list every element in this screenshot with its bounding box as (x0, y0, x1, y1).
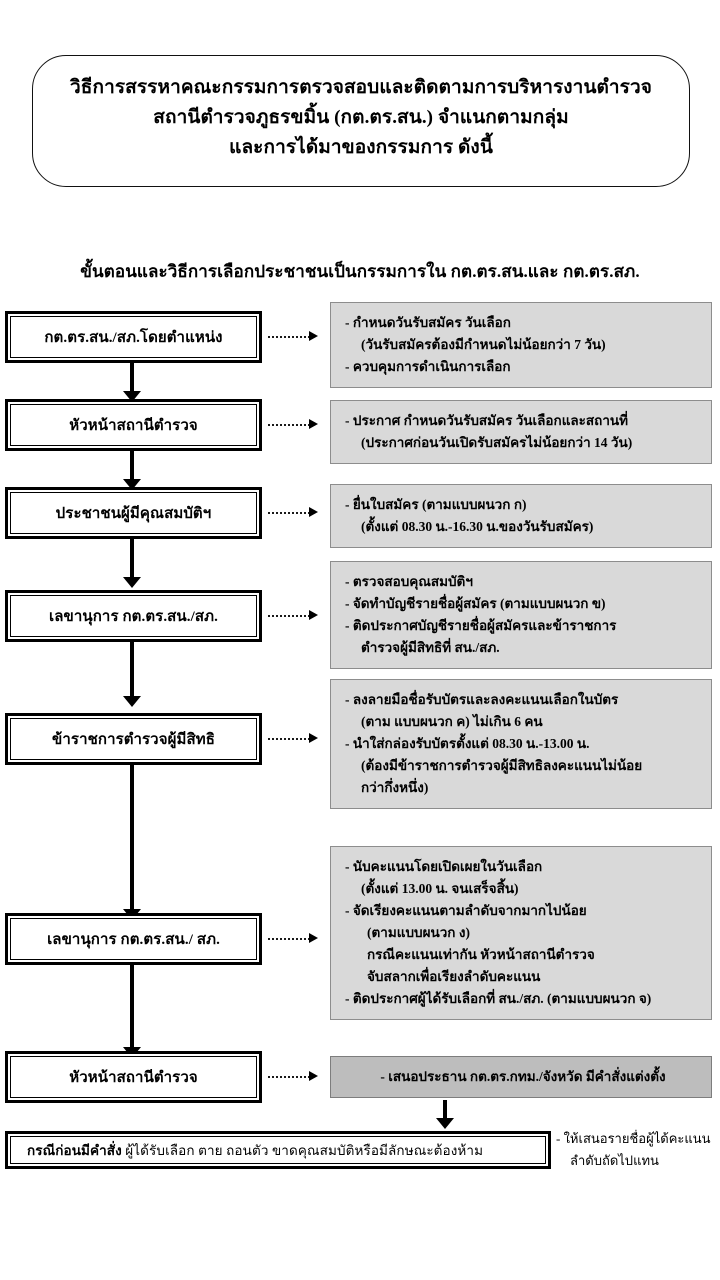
panel-3-line-2: (ตั้งแต่ 08.30 น.-16.30 น.ของวันรับสมัคร… (361, 519, 594, 534)
flow-step-label-3: ประชาชนผู้มีคุณสมบัติฯ (55, 506, 212, 522)
panel-6-line-2: (ตั้งแต่ 13.00 น. จนเสร็จสิ้น) (361, 881, 519, 896)
detail-panel-2: - ประกาศ กำหนดวันรับสมัคร วันเลือกและสถา… (330, 400, 712, 464)
panel-6-line-7: - ติดประกาศผู้ได้รับเลือกที่ สน./สภ. (ตา… (345, 991, 652, 1006)
detail-panel-5: - ลงลายมือชื่อรับบัตรและลงคะแนนเลือกในบั… (330, 679, 712, 809)
dotted-arrow-7 (309, 1071, 318, 1081)
flow-step-inner-2: หัวหน้าสถานีตำรวจ (10, 404, 257, 446)
subtitle: ขั้นตอนและวิธีการเลือกประชาชนเป็นกรรมการ… (80, 262, 640, 281)
flow-step-inner-3: ประชาชนผู้มีคุณสมบัติฯ (10, 492, 257, 534)
panel-5-line-2: (ตาม แบบผนวก ค) ไม่เกิน 6 คน (361, 714, 543, 729)
dotted-connector-4 (268, 615, 310, 617)
panel-4-line-3: - ติดประกาศบัญชีรายชื่อผู้สมัครและข้าราช… (345, 618, 617, 633)
panel-6-line-6: จับสลากเพื่อเรียงลำดับคะแนน (367, 969, 541, 984)
detail-panel-7: - เสนอประธาน กต.ตร.กทม./จังหวัด มีคำสั่ง… (330, 1056, 712, 1098)
final-condition-prefix: กรณีก่อนมีคำสั่ง (27, 1143, 122, 1158)
dotted-connector-6 (268, 938, 310, 940)
flow-step-box-4[interactable]: เลขานุการ กต.ตร.สน./สภ. (5, 590, 262, 642)
panel-1-line-3: - ควบคุมการดำเนินการเลือก (345, 359, 511, 374)
side-note-line-1: - ให้เสนอรายชื่อผู้ได้คะแนน (556, 1131, 711, 1146)
dotted-arrow-2 (309, 419, 318, 429)
connector-line-5 (130, 765, 134, 913)
detail-panel-4: - ตรวจสอบคุณสมบัติฯ - จัดทำบัญชีรายชื่อผ… (330, 561, 712, 669)
title-line-2: สถานีตำรวจภูธรขมิ้น (กต.ตร.สน.) จำแนกตาม… (153, 106, 569, 128)
flow-step-label-7: หัวหน้าสถานีตำรวจ (69, 1070, 198, 1086)
final-condition-inner: กรณีก่อนมีคำสั่ง ผู้ได้รับเลือก ตาย ถอนต… (10, 1136, 546, 1164)
flow-step-box-1[interactable]: กต.ตร.สน./สภ.โดยตำแหน่ง (5, 311, 262, 363)
final-condition-text: กรณีก่อนมีคำสั่ง ผู้ได้รับเลือก ตาย ถอนต… (27, 1139, 483, 1161)
connector-arrow-2 (123, 479, 141, 490)
panel-4-line-1: - ตรวจสอบคุณสมบัติฯ (345, 574, 473, 589)
panel-5-line-3: - นำใส่กล่องรับบัตรตั้งแต่ 08.30 น.-13.0… (345, 736, 590, 751)
flow-step-box-6[interactable]: เลขานุการ กต.ตร.สน./ สภ. (5, 913, 262, 965)
panel-5-line-5: กว่ากึ่งหนึ่ง) (361, 780, 429, 795)
panel-4-line-4: ตำรวจผู้มีสิทธิที่ สน./สภ. (361, 640, 500, 655)
title-line-3: และการได้มาของกรรมการ ดังนี้ (229, 137, 493, 158)
panel-5-line-4: (ต้องมีข้าราชการตำรวจผู้มีสิทธิลงคะแนนไม… (361, 758, 643, 773)
flow-step-box-7[interactable]: หัวหน้าสถานีตำรวจ (5, 1051, 262, 1103)
flow-step-label-5: ข้าราชการตำรวจผู้มีสิทธิ (52, 732, 215, 748)
flow-step-box-2[interactable]: หัวหน้าสถานีตำรวจ (5, 399, 262, 451)
flow-step-inner-1: กต.ตร.สน./สภ.โดยตำแหน่ง (10, 316, 257, 358)
panel-6-line-3: - จัดเรียงคะแนนตามลำดับจากมากไปน้อย (345, 903, 587, 918)
title-line-1: วิธีการสรรหาคณะกรรมการตรวจสอบและติดตามกา… (70, 76, 652, 98)
panel-1-line-1: - กำหนดวันรับสมัคร วันเลือก (345, 315, 511, 330)
connector-arrow-4 (123, 696, 141, 707)
connector-arrow-1 (123, 391, 141, 402)
title-box: วิธีการสรรหาคณะกรรมการตรวจสอบและติดตามกา… (32, 55, 690, 187)
dotted-arrow-5 (309, 733, 318, 743)
connector-line-1 (130, 363, 134, 395)
detail-panel-3: - ยื่นใบสมัคร (ตามแบบผนวก ก) (ตั้งแต่ 08… (330, 484, 712, 548)
connector-line-6 (130, 965, 134, 1051)
connector-arrow-3 (123, 577, 141, 588)
dotted-arrow-4 (309, 610, 318, 620)
final-condition-body: ผู้ได้รับเลือก ตาย ถอนตัว ขาดคุณสมบัติหร… (121, 1143, 484, 1158)
connector-line-4 (130, 642, 134, 700)
dotted-arrow-6 (309, 933, 318, 943)
panel-6-line-5: กรณีคะแนนเท่ากัน หัวหน้าสถานีตำรวจ (367, 947, 595, 962)
dotted-connector-5 (268, 738, 310, 740)
connector-line-2 (130, 451, 134, 483)
side-note: - ให้เสนอรายชื่อผู้ได้คะแนน ลำดับถัดไปแท… (556, 1128, 720, 1172)
flow-step-inner-7: หัวหน้าสถานีตำรวจ (10, 1056, 257, 1098)
final-connector-arrow (436, 1118, 454, 1129)
flow-step-inner-4: เลขานุการ กต.ตร.สน./สภ. (10, 595, 257, 637)
final-condition-box[interactable]: กรณีก่อนมีคำสั่ง ผู้ได้รับเลือก ตาย ถอนต… (5, 1131, 551, 1169)
dotted-arrow-1 (309, 331, 318, 341)
panel-7-line-1: - เสนอประธาน กต.ตร.กทม./จังหวัด มีคำสั่ง… (380, 1069, 666, 1084)
panel-6-line-4: (ตามแบบผนวก ง) (367, 925, 470, 940)
panel-2-line-2: (ประกาศก่อนวันเปิดรับสมัครไม่น้อยกว่า 14… (361, 435, 633, 450)
flow-step-inner-6: เลขานุการ กต.ตร.สน./ สภ. (10, 918, 257, 960)
flow-step-label-2: หัวหน้าสถานีตำรวจ (69, 418, 198, 434)
panel-6-line-1: - นับคะแนนโดยเปิดเผยในวันเลือก (345, 859, 543, 874)
dotted-connector-1 (268, 336, 310, 338)
panel-3-line-1: - ยื่นใบสมัคร (ตามแบบผนวก ก) (345, 497, 527, 512)
connector-line-3 (130, 539, 134, 581)
flow-step-inner-5: ข้าราชการตำรวจผู้มีสิทธิ (10, 718, 257, 760)
final-connector-line (443, 1100, 447, 1122)
detail-panel-1: - กำหนดวันรับสมัคร วันเลือก (วันรับสมัคร… (330, 302, 712, 388)
flow-step-box-5[interactable]: ข้าราชการตำรวจผู้มีสิทธิ (5, 713, 262, 765)
flow-step-box-3[interactable]: ประชาชนผู้มีคุณสมบัติฯ (5, 487, 262, 539)
detail-panel-6: - นับคะแนนโดยเปิดเผยในวันเลือก (ตั้งแต่ … (330, 846, 712, 1020)
panel-2-line-1: - ประกาศ กำหนดวันรับสมัคร วันเลือกและสถา… (345, 413, 629, 428)
flow-step-label-1: กต.ตร.สน./สภ.โดยตำแหน่ง (44, 330, 223, 346)
dotted-connector-7 (268, 1076, 310, 1078)
panel-1-line-2: (วันรับสมัครต้องมีกำหนดไม่น้อยกว่า 7 วัน… (361, 337, 606, 352)
panel-5-line-1: - ลงลายมือชื่อรับบัตรและลงคะแนนเลือกในบั… (345, 692, 619, 707)
dotted-connector-3 (268, 512, 310, 514)
dotted-connector-2 (268, 424, 310, 426)
panel-4-line-2: - จัดทำบัญชีรายชื่อผู้สมัคร (ตามแบบผนวก … (345, 596, 606, 611)
flow-step-label-4: เลขานุการ กต.ตร.สน./สภ. (48, 609, 218, 625)
dotted-arrow-3 (309, 507, 318, 517)
flow-step-label-6: เลขานุการ กต.ตร.สน./ สภ. (47, 932, 220, 948)
side-note-line-2: ลำดับถัดไปแทน (570, 1153, 659, 1169)
